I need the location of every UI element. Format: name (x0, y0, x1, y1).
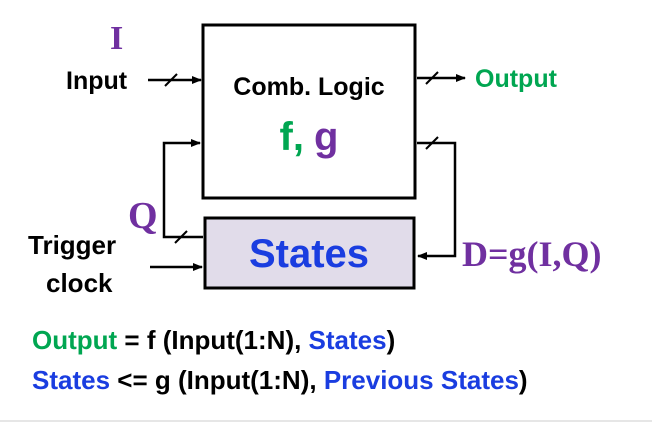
eq2-body: <= g (Input(1:N), (110, 365, 324, 395)
func-f: f (280, 115, 294, 159)
states-equation: States <= g (Input(1:N), Previous States… (32, 365, 528, 395)
states-box (203, 216, 416, 290)
eq1-body: = f (Input(1:N), (117, 325, 308, 355)
eq1-close: ) (387, 325, 396, 355)
eq2-close: ) (519, 365, 528, 395)
output-bus-slash (425, 71, 439, 85)
func-g: g (314, 115, 338, 159)
comb-logic-title: Comb. Logic (233, 73, 384, 101)
output-label: Output (475, 65, 558, 93)
trigger-label: Trigger (28, 230, 116, 260)
eq1-states: States (309, 325, 387, 355)
next-state-bus-slash (425, 136, 439, 150)
comb-logic-box (201, 23, 417, 200)
input-bus-slash (164, 73, 178, 87)
output-equation: Output = f (Input(1:N), States) (32, 325, 395, 355)
state-symbol: Q (128, 195, 158, 237)
input-label: Input (66, 67, 128, 95)
func-comma: , (293, 115, 304, 159)
eq1-output: Output (32, 325, 118, 355)
next-state-line (417, 141, 457, 260)
current-state-bus-slash (174, 230, 188, 244)
eq2-previous-states: Previous States (324, 365, 519, 395)
next-state-equation: D=g(I,Q) (462, 234, 602, 274)
clock-label: clock (46, 268, 113, 298)
comb-logic-functions: f,g (280, 115, 339, 159)
input-symbol: I (110, 20, 123, 57)
eq2-states: States (32, 365, 110, 395)
states-label: States (249, 232, 369, 276)
current-state-line (162, 139, 203, 239)
